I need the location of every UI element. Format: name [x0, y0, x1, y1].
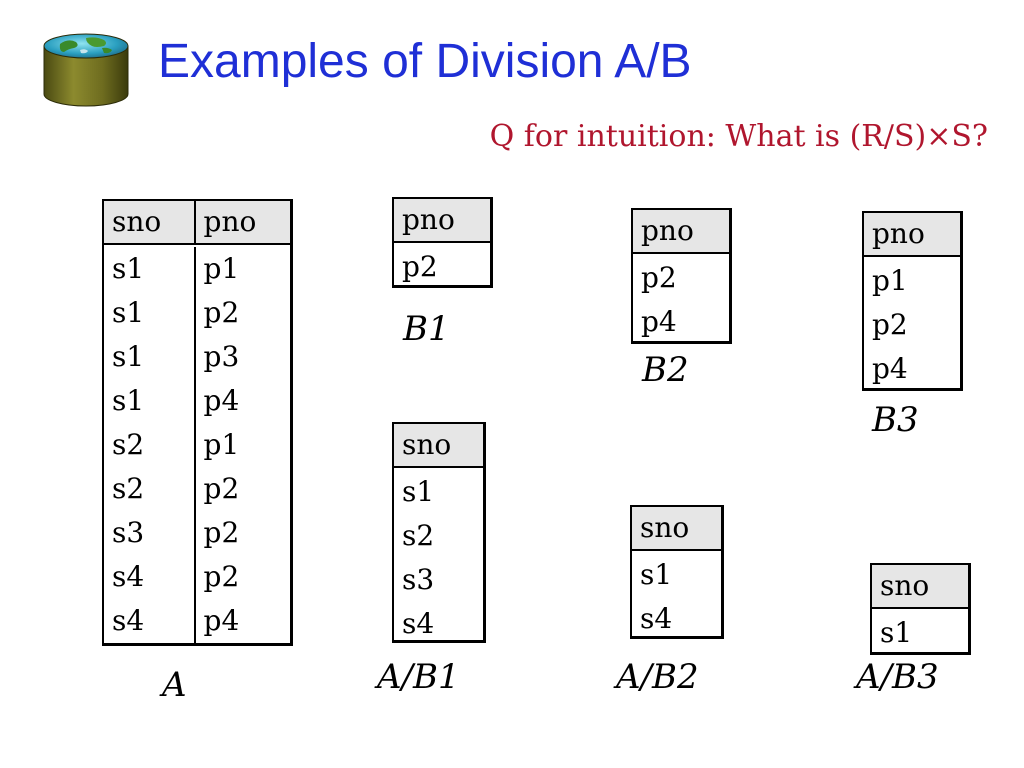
- table-row: s1: [872, 611, 968, 655]
- table-cell: s2: [402, 519, 435, 552]
- table-cell: s1: [104, 379, 196, 423]
- table-row: s3 p2: [104, 511, 290, 555]
- table-row: p2: [633, 256, 729, 300]
- relation-a-table: sno pno s1 p1 s1 p2 s1 p3 s1 p4 s2 p1 s2…: [102, 199, 293, 646]
- table-cell: p2: [872, 308, 908, 341]
- table-cell: s3: [402, 563, 435, 596]
- column-header-pno: pno: [402, 203, 455, 236]
- table-cell: s1: [402, 475, 435, 508]
- relation-b3-table: pno p1 p2 p4: [862, 211, 963, 391]
- table-header: pno: [864, 213, 960, 257]
- table-row: p2: [394, 245, 490, 289]
- relation-a-div-b1-caption: A/B1: [377, 657, 460, 697]
- table-cell: p3: [203, 340, 240, 373]
- table-cell: p2: [641, 261, 677, 294]
- table-cell: p2: [203, 296, 240, 329]
- table-row: s4 p2: [104, 555, 290, 599]
- database-globe-icon: [40, 30, 132, 108]
- table-cell: p4: [203, 384, 240, 417]
- table-cell: s1: [640, 558, 673, 591]
- table-cell: s1: [104, 335, 196, 379]
- relation-a-div-b3-caption: A/B3: [856, 657, 939, 697]
- table-cell: p1: [203, 428, 240, 461]
- relation-a-div-b1-table: sno s1 s2 s3 s4: [392, 422, 486, 643]
- table-row: s1: [632, 553, 721, 597]
- table-cell: p1: [203, 252, 240, 285]
- column-header-sno: sno: [402, 428, 452, 461]
- table-row: s2: [394, 514, 483, 558]
- table-cell: s1: [880, 616, 913, 649]
- table-cell: s4: [104, 599, 196, 643]
- table-cell: p2: [203, 472, 240, 505]
- table-row: p2: [864, 303, 960, 347]
- table-cell: s4: [402, 607, 435, 640]
- column-header-pno: pno: [203, 205, 257, 238]
- relation-a-div-b2-table: sno s1 s4: [630, 505, 724, 639]
- table-header: sno: [394, 424, 483, 468]
- table-cell: s2: [104, 467, 196, 511]
- column-header-sno: sno: [640, 511, 690, 544]
- table-cell: s1: [104, 291, 196, 335]
- table-header: sno: [632, 507, 721, 551]
- relation-a-div-b3-table: sno s1: [870, 563, 971, 655]
- table-cell: p2: [203, 560, 240, 593]
- table-cell: s2: [104, 423, 196, 467]
- table-row: s4: [632, 597, 721, 641]
- table-row: s4 p4: [104, 599, 290, 643]
- column-header-sno: sno: [880, 569, 930, 602]
- table-row: s1 p4: [104, 379, 290, 423]
- table-header: pno: [394, 199, 490, 243]
- column-header-pno: pno: [641, 214, 694, 247]
- table-cell: p4: [872, 352, 908, 385]
- table-row: s1 p2: [104, 291, 290, 335]
- table-row: s1: [394, 470, 483, 514]
- table-cell: s4: [640, 602, 673, 635]
- table-row: p1: [864, 259, 960, 303]
- relation-b2-caption: B2: [642, 350, 689, 390]
- table-row: p4: [864, 347, 960, 391]
- table-row: s1 p1: [104, 247, 290, 291]
- table-row: s2 p1: [104, 423, 290, 467]
- table-cell: p4: [641, 305, 677, 338]
- relation-b1-table: pno p2: [392, 197, 493, 288]
- table-cell: p2: [203, 516, 240, 549]
- table-cell: s1: [104, 247, 196, 291]
- table-cell: p1: [872, 264, 908, 297]
- table-row: s4: [394, 602, 483, 646]
- table-header: sno pno: [104, 201, 290, 245]
- table-cell: s4: [104, 555, 196, 599]
- relation-b3-caption: B3: [872, 400, 919, 440]
- relation-a-caption: A: [162, 665, 187, 705]
- table-cell: p2: [402, 250, 438, 283]
- relation-a-div-b2-caption: A/B2: [616, 657, 699, 697]
- relation-b1-caption: B1: [403, 309, 450, 349]
- table-row: p4: [633, 300, 729, 344]
- column-header-sno: sno: [104, 201, 196, 243]
- slide-subtitle: Q for intuition: What is (R/S)×S?: [489, 119, 988, 154]
- relation-b2-table: pno p2 p4: [631, 208, 732, 344]
- table-header: pno: [633, 210, 729, 254]
- table-row: s1 p3: [104, 335, 290, 379]
- table-header: sno: [872, 565, 968, 609]
- table-cell: p4: [203, 604, 240, 637]
- slide-title: Examples of Division A/B: [158, 35, 692, 88]
- table-cell: s3: [104, 511, 196, 555]
- column-header-pno: pno: [872, 217, 925, 250]
- table-row: s3: [394, 558, 483, 602]
- table-row: s2 p2: [104, 467, 290, 511]
